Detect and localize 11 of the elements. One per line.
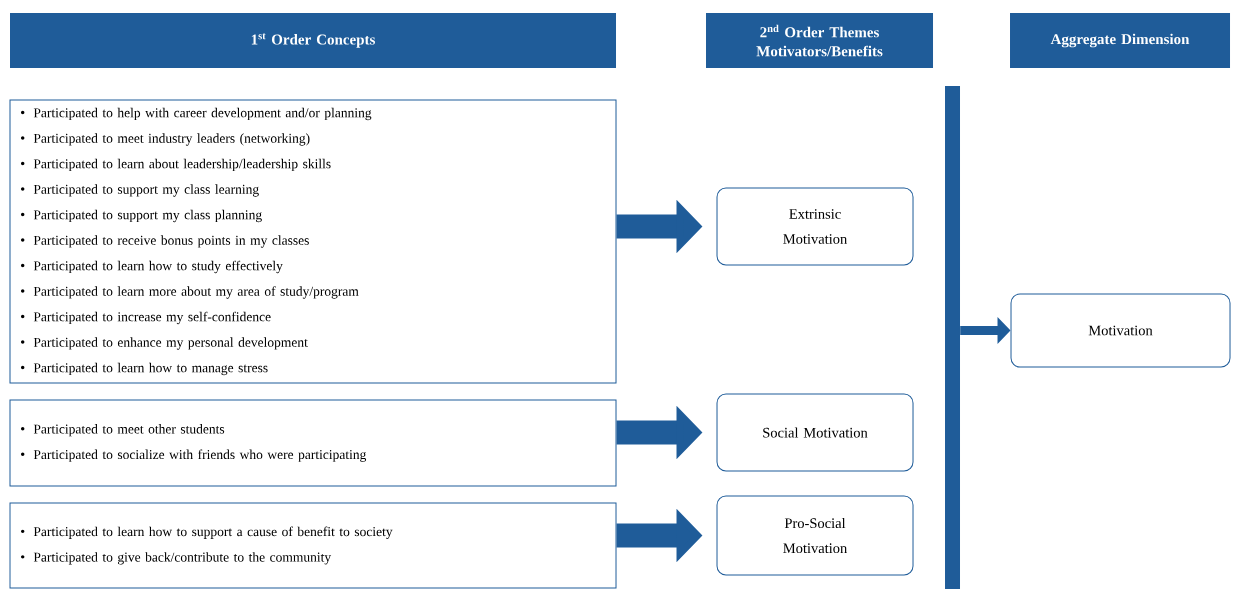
header-band: 1$^{st}$ Order Concepts [10,13,616,68]
header-band: Aggregate Dimension [1010,13,1230,68]
theme-box: Motivation [1010,293,1231,368]
concept-list-box: Participated to help with career development and/or planning Participated to meet industry leaders (networking) Participated to learn about leadership/leadership skills Participated to support my class learning Participated to support my class planning Participated to receive bonus points in my classes Participated to learn how to study effectively Participated to learn more about my area of study/program Participated to increase my self-confidence Participated to enhance my personal development Participated to learn how to manage stress [9,99,617,384]
theme-box: Extrinsic Motivation [716,187,914,266]
theme-box: Pro-Social Motivation [716,495,914,576]
theme-box: Social Motivation [716,393,914,472]
concept-list-box: Participated to meet other students Participated to socialize with friends who were participating [9,399,617,487]
concept-list-box: Participated to learn how to support a cause of benefit to society Participated to give back/contribute to the community [9,502,617,589]
header-band: 2$^{nd}$ Order Themes Motivators/Benefits [706,13,933,68]
vertical-bar [945,86,960,589]
